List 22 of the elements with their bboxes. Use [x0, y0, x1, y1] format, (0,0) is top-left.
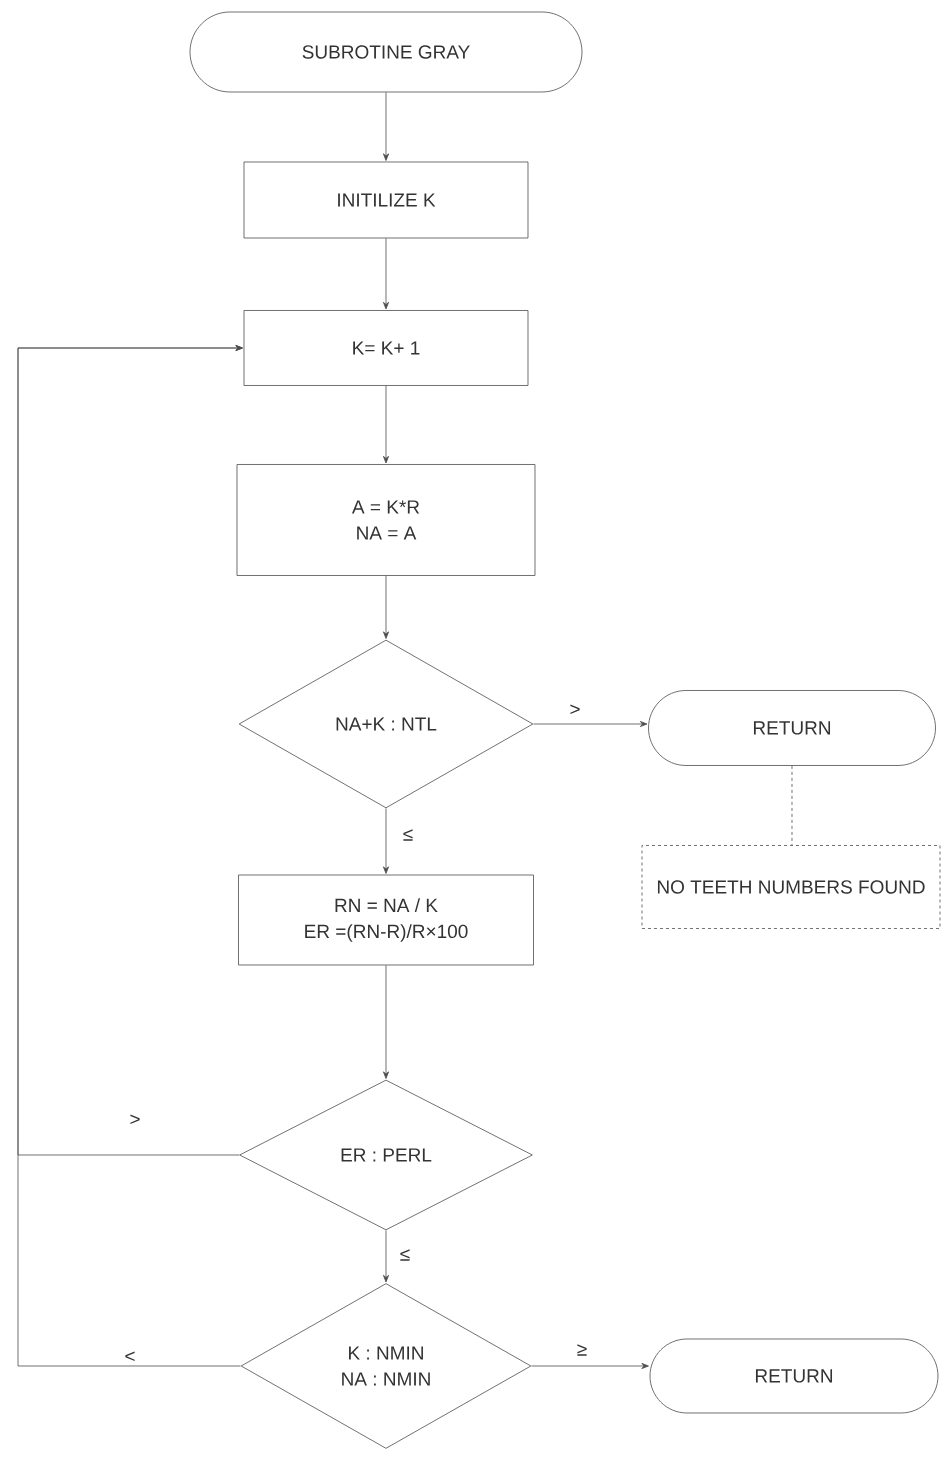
- process-box: RN = NA / K ER =(RN-R)/R×100: [238, 874, 534, 966]
- connector-arrow: [17, 345, 243, 1367]
- connector-arrow: [383, 238, 389, 310]
- connector-arrow: [383, 92, 389, 161]
- note-box: NO TEETH NUMBERS FOUND: [641, 845, 941, 929]
- connector-arrow: [383, 575, 389, 639]
- connector-arrow: [383, 385, 389, 464]
- connector-arrow: [383, 1230, 389, 1283]
- edge-label: ≤: [398, 1248, 412, 1262]
- process-box: K= K+ 1: [243, 310, 529, 386]
- process-box: INITILIZE K: [243, 161, 529, 239]
- connector-line: [791, 765, 793, 846]
- edge-label: ≤: [401, 828, 415, 842]
- connector-arrow: [533, 721, 648, 727]
- edge-label: >: [128, 1113, 142, 1127]
- edge-label: <: [123, 1350, 137, 1364]
- connector-arrow: [383, 965, 389, 1079]
- edge-label: ≥: [575, 1343, 589, 1357]
- process-box: A = K*R NA = A: [236, 464, 536, 576]
- connector-arrow: [531, 1363, 649, 1369]
- connector-arrow: [383, 808, 389, 874]
- edge-label: >: [568, 703, 582, 717]
